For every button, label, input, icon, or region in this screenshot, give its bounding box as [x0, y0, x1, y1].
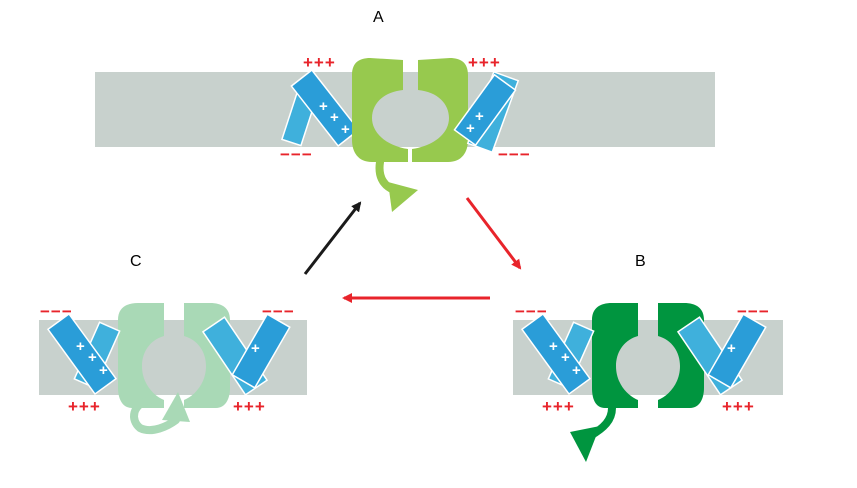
charge-bottom-left-b: +++: [542, 397, 575, 416]
sensor-plus-a5: +: [475, 108, 484, 125]
voltage-sensor-right-a: + +: [453, 70, 520, 154]
voltage-sensor-left-c: + + +: [46, 312, 121, 396]
sensor-plus-b3: +: [572, 362, 581, 379]
sensor-plus-c1: +: [76, 338, 85, 355]
state-c-inactivated: C −−− −−− +++ +++ + + + +: [39, 253, 307, 435]
sensor-plus-a1: +: [319, 98, 328, 115]
voltage-sensor-left-a: + + +: [280, 68, 360, 148]
state-b-label: B: [635, 253, 646, 270]
sensor-plus-a2: +: [330, 109, 339, 126]
voltage-sensor-right-c: +: [201, 313, 291, 396]
charge-top-left-c: −−−: [40, 302, 73, 321]
voltage-sensor-right-b: +: [676, 313, 767, 396]
state-c-label: C: [130, 253, 142, 270]
charge-top-left-a: +++: [303, 53, 336, 72]
sensor-plus-a4: +: [466, 120, 475, 137]
membrane-a: [95, 72, 715, 147]
arrow-c-to-a: [303, 201, 362, 275]
sensor-plus-b2: +: [561, 349, 570, 366]
state-a-label: A: [373, 9, 384, 26]
sensor-plus-b4: +: [727, 340, 736, 357]
sensor-plus-c2: +: [88, 349, 97, 366]
charge-bottom-left-a: −−−: [280, 145, 313, 164]
charge-bottom-right-b: +++: [722, 397, 755, 416]
state-b-open: B −−− −−− +++ +++ + + + +: [513, 253, 783, 462]
sensor-plus-b1: +: [549, 338, 558, 355]
charge-bottom-right-c: +++: [233, 397, 266, 416]
sensor-plus-a3: +: [341, 121, 350, 138]
arrow-a-to-b: [465, 197, 522, 270]
charge-bottom-right-a: −−−: [498, 145, 531, 164]
sensor-plus-c3: +: [99, 362, 108, 379]
sensor-plus-c4: +: [251, 340, 260, 357]
state-a-closed: A +++ +++ −−− −−− + + + + +: [95, 9, 715, 212]
inactivation-gate-c: [130, 396, 180, 435]
charge-top-right-a: +++: [468, 53, 501, 72]
voltage-sensor-left-b: + + +: [520, 312, 595, 396]
charge-bottom-left-c: +++: [68, 397, 101, 416]
pore-closed-a: [352, 58, 468, 212]
